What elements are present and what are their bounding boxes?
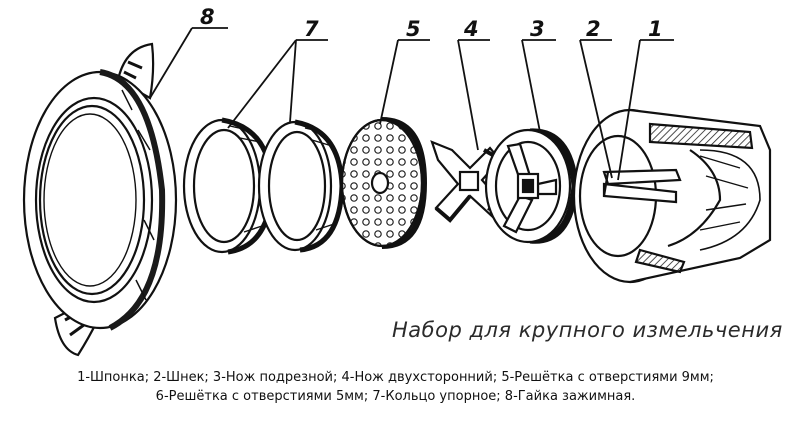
label-part-5: 5 (406, 17, 421, 41)
part-4-double-knife (430, 140, 506, 223)
caption-line-2: 6-Решётка с отверстиями 5мм; 7-Кольцо уп… (155, 389, 636, 404)
part-7-thrust-rings (182, 117, 345, 255)
label-part-8: 8 (200, 5, 215, 29)
part-8-clamping-nut (22, 42, 178, 357)
label-part-7: 7 (304, 17, 319, 41)
diagram-title: Набор для крупного измельчения (392, 318, 783, 342)
label-part-1: 1 (648, 17, 663, 41)
part-5-grid (340, 117, 428, 249)
part-3-cutting-knife (484, 128, 579, 244)
leader-lines (149, 27, 674, 181)
parts-caption: 1-Шпонка; 2-Шнек; 3-Нож подрезной; 4-Нож… (0, 368, 791, 406)
part-1-2-auger-and-key (572, 108, 772, 284)
caption-line-1: 1-Шпонка; 2-Шнек; 3-Нож подрезной; 4-Нож… (77, 370, 714, 385)
label-part-2: 2 (586, 17, 601, 41)
label-part-4: 4 (463, 17, 479, 41)
label-part-3: 3 (530, 17, 545, 41)
